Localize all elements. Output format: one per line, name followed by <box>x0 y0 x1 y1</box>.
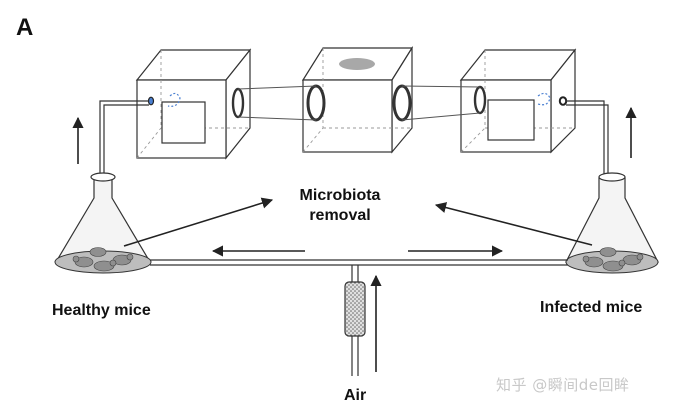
left-cage-inlet-port <box>147 96 155 106</box>
air-inlet-pipe <box>351 265 359 376</box>
watermark-text: 知乎 @瞬间de回眸 <box>496 376 630 394</box>
infected-to-center-arrow <box>434 202 593 246</box>
air-label: Air <box>344 387 367 404</box>
healthy-mice-label: Healthy mice <box>52 302 151 319</box>
right-flask-tube <box>566 100 609 178</box>
infected-mice-icon <box>582 247 644 272</box>
right-cage-inner-port <box>537 92 551 106</box>
panel-label: A <box>16 14 34 41</box>
middle-cage-left-window <box>306 84 326 122</box>
center-label-line1: Microbiota <box>299 187 381 204</box>
middle-cage-box <box>301 45 414 154</box>
right-tunnel <box>401 85 481 121</box>
left-cage-inner-port <box>167 92 181 107</box>
center-label-line2: removal <box>309 207 371 224</box>
left-cage-side-window <box>231 87 245 119</box>
healthy-mice-icon <box>72 247 134 272</box>
left-cage-box <box>135 48 252 160</box>
middle-cage-top-opening <box>339 58 375 70</box>
right-cage-side-window <box>473 85 487 115</box>
healthy-flask-icon <box>54 172 152 274</box>
left-flask-tube <box>99 100 149 177</box>
air-distribution-pipe <box>150 259 568 266</box>
left-tunnel <box>237 85 317 121</box>
middle-cage-right-window <box>392 84 412 122</box>
right-cage-box <box>459 48 577 154</box>
filter-cartridge-icon <box>344 281 366 337</box>
infected-flask-icon <box>565 172 659 274</box>
infected-mice-label: Infected mice <box>540 299 643 316</box>
microbiota-removal-label: Microbiota removal <box>270 186 410 226</box>
healthy-to-center-arrow <box>123 197 274 247</box>
right-cage-outlet-port <box>558 96 568 106</box>
